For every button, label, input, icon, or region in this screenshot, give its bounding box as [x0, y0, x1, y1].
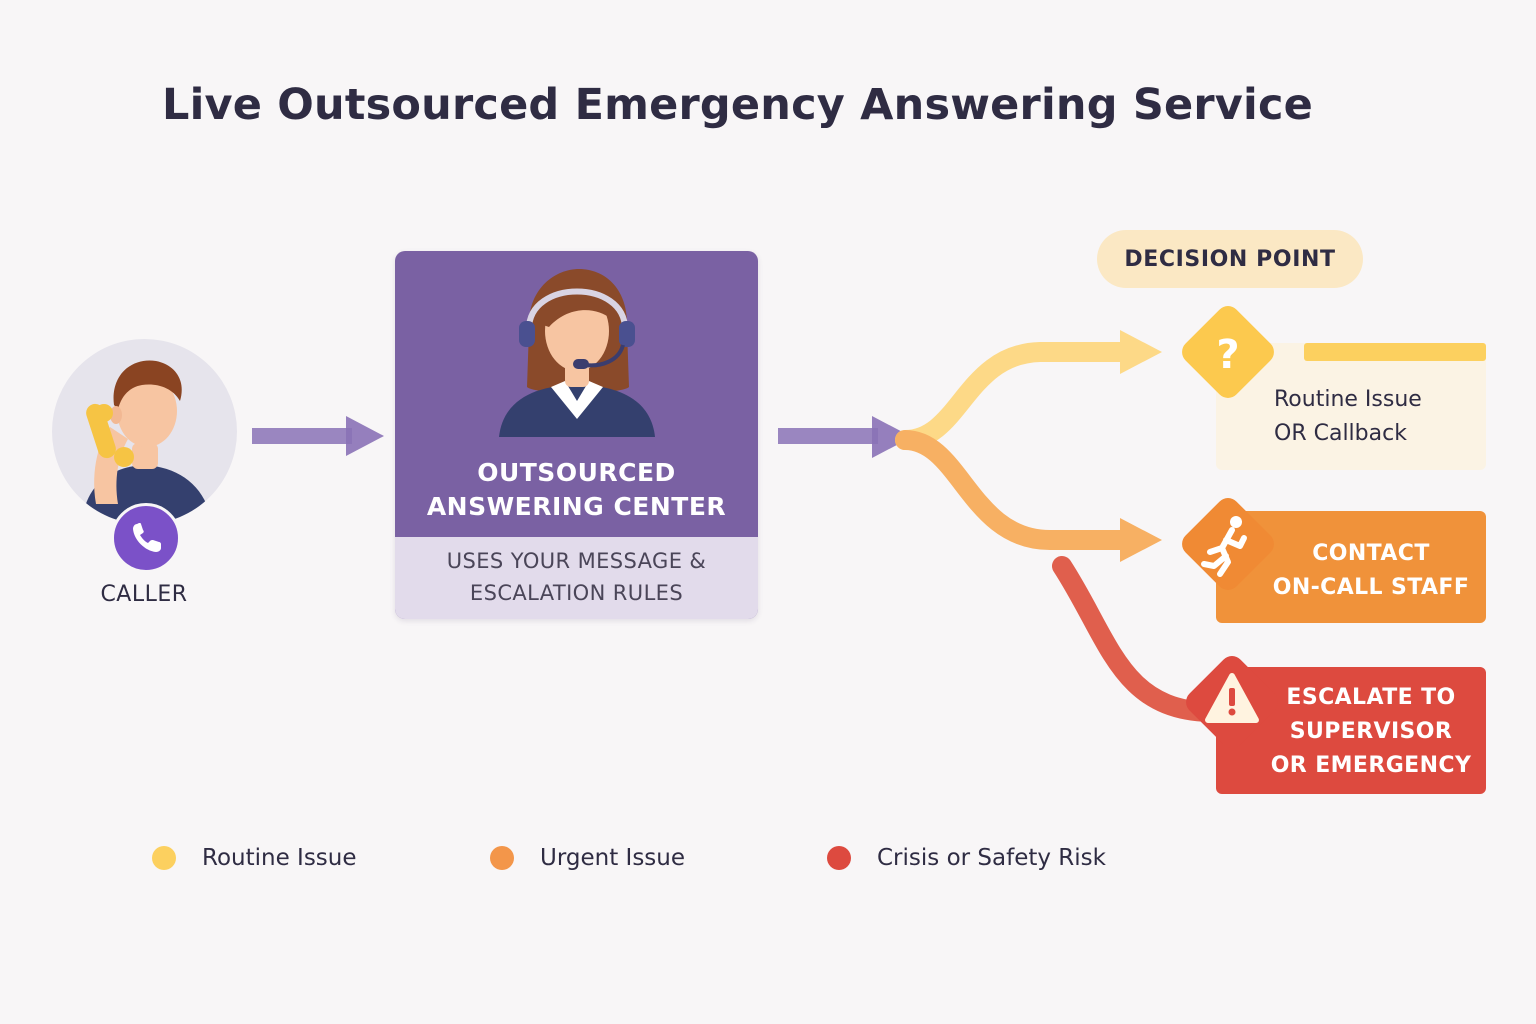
outcome-contact-card: CONTACT ON-CALL STAFF — [1216, 511, 1486, 623]
center-subtitle: USES YOUR MESSAGE & ESCALATION RULES — [395, 545, 758, 609]
legend-label-urgent: Urgent Issue — [540, 845, 686, 871]
legend-dot-routine — [152, 846, 176, 870]
escalate-line3: OR EMERGENCY — [1270, 753, 1472, 778]
decision-point-label: DECISION POINT — [1097, 230, 1363, 288]
question-mark-icon: ? — [1182, 306, 1274, 398]
phone-icon — [133, 523, 161, 552]
center-subtitle-line2: ESCALATION RULES — [469, 581, 684, 605]
path-crisis — [1052, 556, 1220, 722]
contact-text: CONTACT ON-CALL STAFF — [1256, 537, 1486, 605]
answering-center-box: OUTSOURCED ANSWERING CENTER USES YOUR ME… — [395, 251, 758, 619]
escalate-text: ESCALATE TO SUPERVISOR OR EMERGENCY — [1256, 681, 1486, 783]
contact-line2: ON-CALL STAFF — [1272, 575, 1470, 600]
routine-accent-bar — [1304, 343, 1486, 361]
center-subtitle-line1: USES YOUR MESSAGE & — [446, 549, 707, 573]
routine-line1: Routine Issue — [1274, 387, 1422, 412]
legend-label-crisis: Crisis or Safety Risk — [877, 845, 1106, 871]
center-title-line2: ANSWERING CENTER — [426, 492, 727, 521]
center-subtitle-panel: USES YOUR MESSAGE & ESCALATION RULES — [395, 537, 758, 619]
path-urgent — [895, 430, 1162, 562]
warning-icon — [1186, 656, 1278, 748]
center-title-line1: OUTSOURCED — [477, 458, 676, 487]
path-routine — [895, 330, 1162, 450]
contact-line1: CONTACT — [1312, 541, 1430, 566]
page-title: Live Outsourced Emergency Answering Serv… — [162, 80, 1314, 130]
svg-text:?: ? — [1216, 332, 1239, 378]
legend-label-routine: Routine Issue — [202, 845, 357, 871]
routine-line2: OR Callback — [1274, 421, 1407, 446]
legend-dot-crisis — [827, 846, 851, 870]
escalate-line1: ESCALATE TO — [1286, 685, 1456, 710]
legend-item-routine: Routine Issue — [152, 842, 357, 874]
running-person-icon — [1182, 498, 1274, 590]
center-title: OUTSOURCED ANSWERING CENTER — [395, 456, 758, 524]
caller-label: CALLER — [100, 582, 188, 607]
operator-headset-icon — [499, 269, 655, 437]
arrow-caller-to-center — [252, 416, 384, 456]
legend-item-crisis: Crisis or Safety Risk — [827, 842, 1106, 874]
phone-badge — [111, 503, 181, 573]
legend-item-urgent: Urgent Issue — [490, 842, 685, 874]
routine-text: Routine Issue OR Callback — [1274, 383, 1422, 451]
escalate-line2: SUPERVISOR — [1289, 719, 1453, 744]
legend-dot-urgent — [490, 846, 514, 870]
caller-person-icon — [82, 360, 212, 524]
caller-avatar — [52, 339, 237, 524]
arrow-center-to-decision — [778, 416, 912, 458]
